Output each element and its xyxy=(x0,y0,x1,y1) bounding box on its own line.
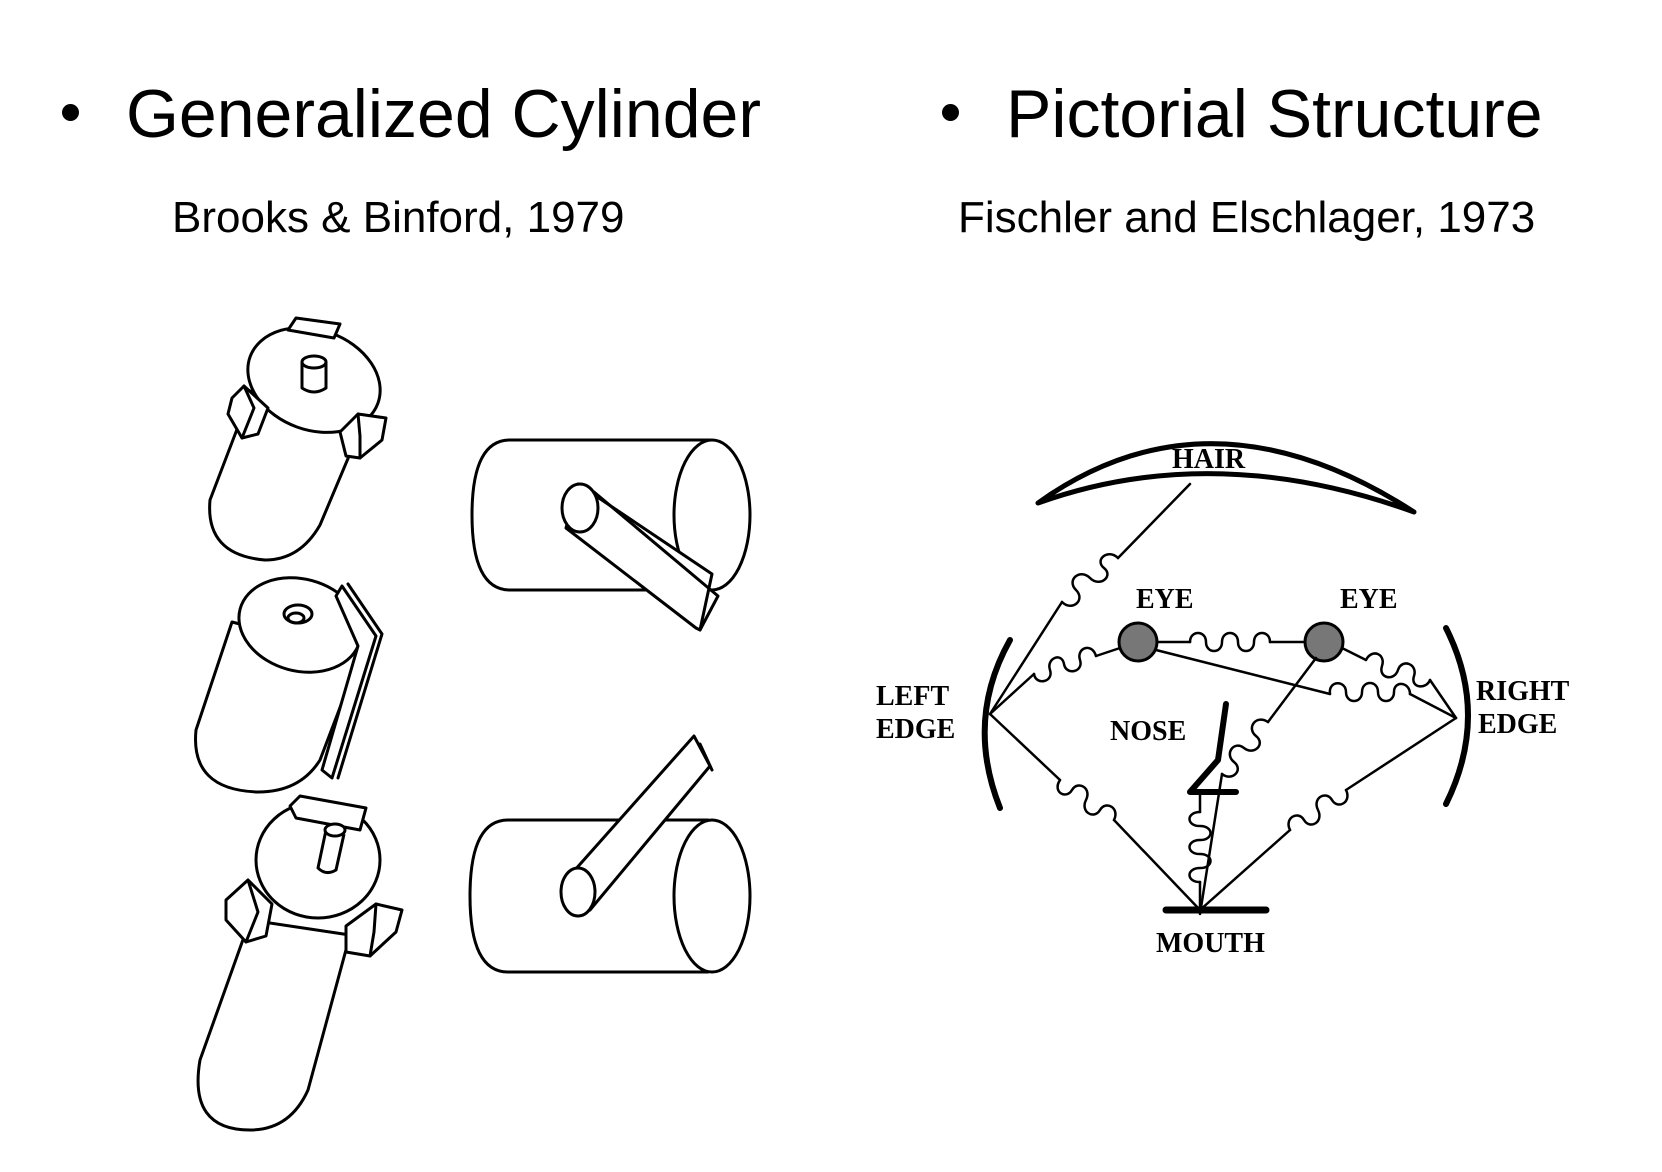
nose-shape xyxy=(1187,701,1239,795)
label-hair: HAIR xyxy=(1172,444,1246,475)
generalized-cylinder-figure xyxy=(194,316,752,1132)
heading-generalized-cylinder: Generalized Cylinder xyxy=(126,76,761,152)
right-eye-node xyxy=(1303,621,1345,663)
horizontal-cylinder-1 xyxy=(470,438,752,632)
cylinder-object-1 xyxy=(208,316,388,562)
citation-fischler-elschlager: Fischler and Elschlager, 1973 xyxy=(958,193,1536,242)
citation-brooks-binford: Brooks & Binford, 1979 xyxy=(172,193,625,242)
label-eye-right: EYE xyxy=(1340,584,1398,615)
label-left-edge-2: EDGE xyxy=(876,714,955,745)
cylinder-object-2 xyxy=(194,576,384,794)
horizontal-cylinder-2 xyxy=(468,734,752,974)
right-edge-shape xyxy=(1443,625,1471,807)
label-left-edge-1: LEFT xyxy=(876,681,949,712)
hair-shape xyxy=(1035,441,1417,515)
label-right-edge-1: RIGHT xyxy=(1476,676,1570,707)
label-eye-left: EYE xyxy=(1136,584,1194,615)
label-right-edge-2: EDGE xyxy=(1478,709,1557,740)
spring-connections xyxy=(988,482,1458,916)
left-edge-shape xyxy=(981,637,1013,811)
bullet-left xyxy=(62,104,79,121)
pictorial-structure-figure: HAIR EYE EYE LEFT EDGE RIGHT EDGE NOSE M… xyxy=(876,441,1570,959)
left-eye-node xyxy=(1117,621,1159,663)
bullet-right xyxy=(942,104,959,121)
label-mouth: MOUTH xyxy=(1156,928,1265,959)
label-nose: NOSE xyxy=(1110,716,1186,747)
heading-pictorial-structure: Pictorial Structure xyxy=(1006,76,1543,152)
cylinder-object-3 xyxy=(196,794,404,1132)
